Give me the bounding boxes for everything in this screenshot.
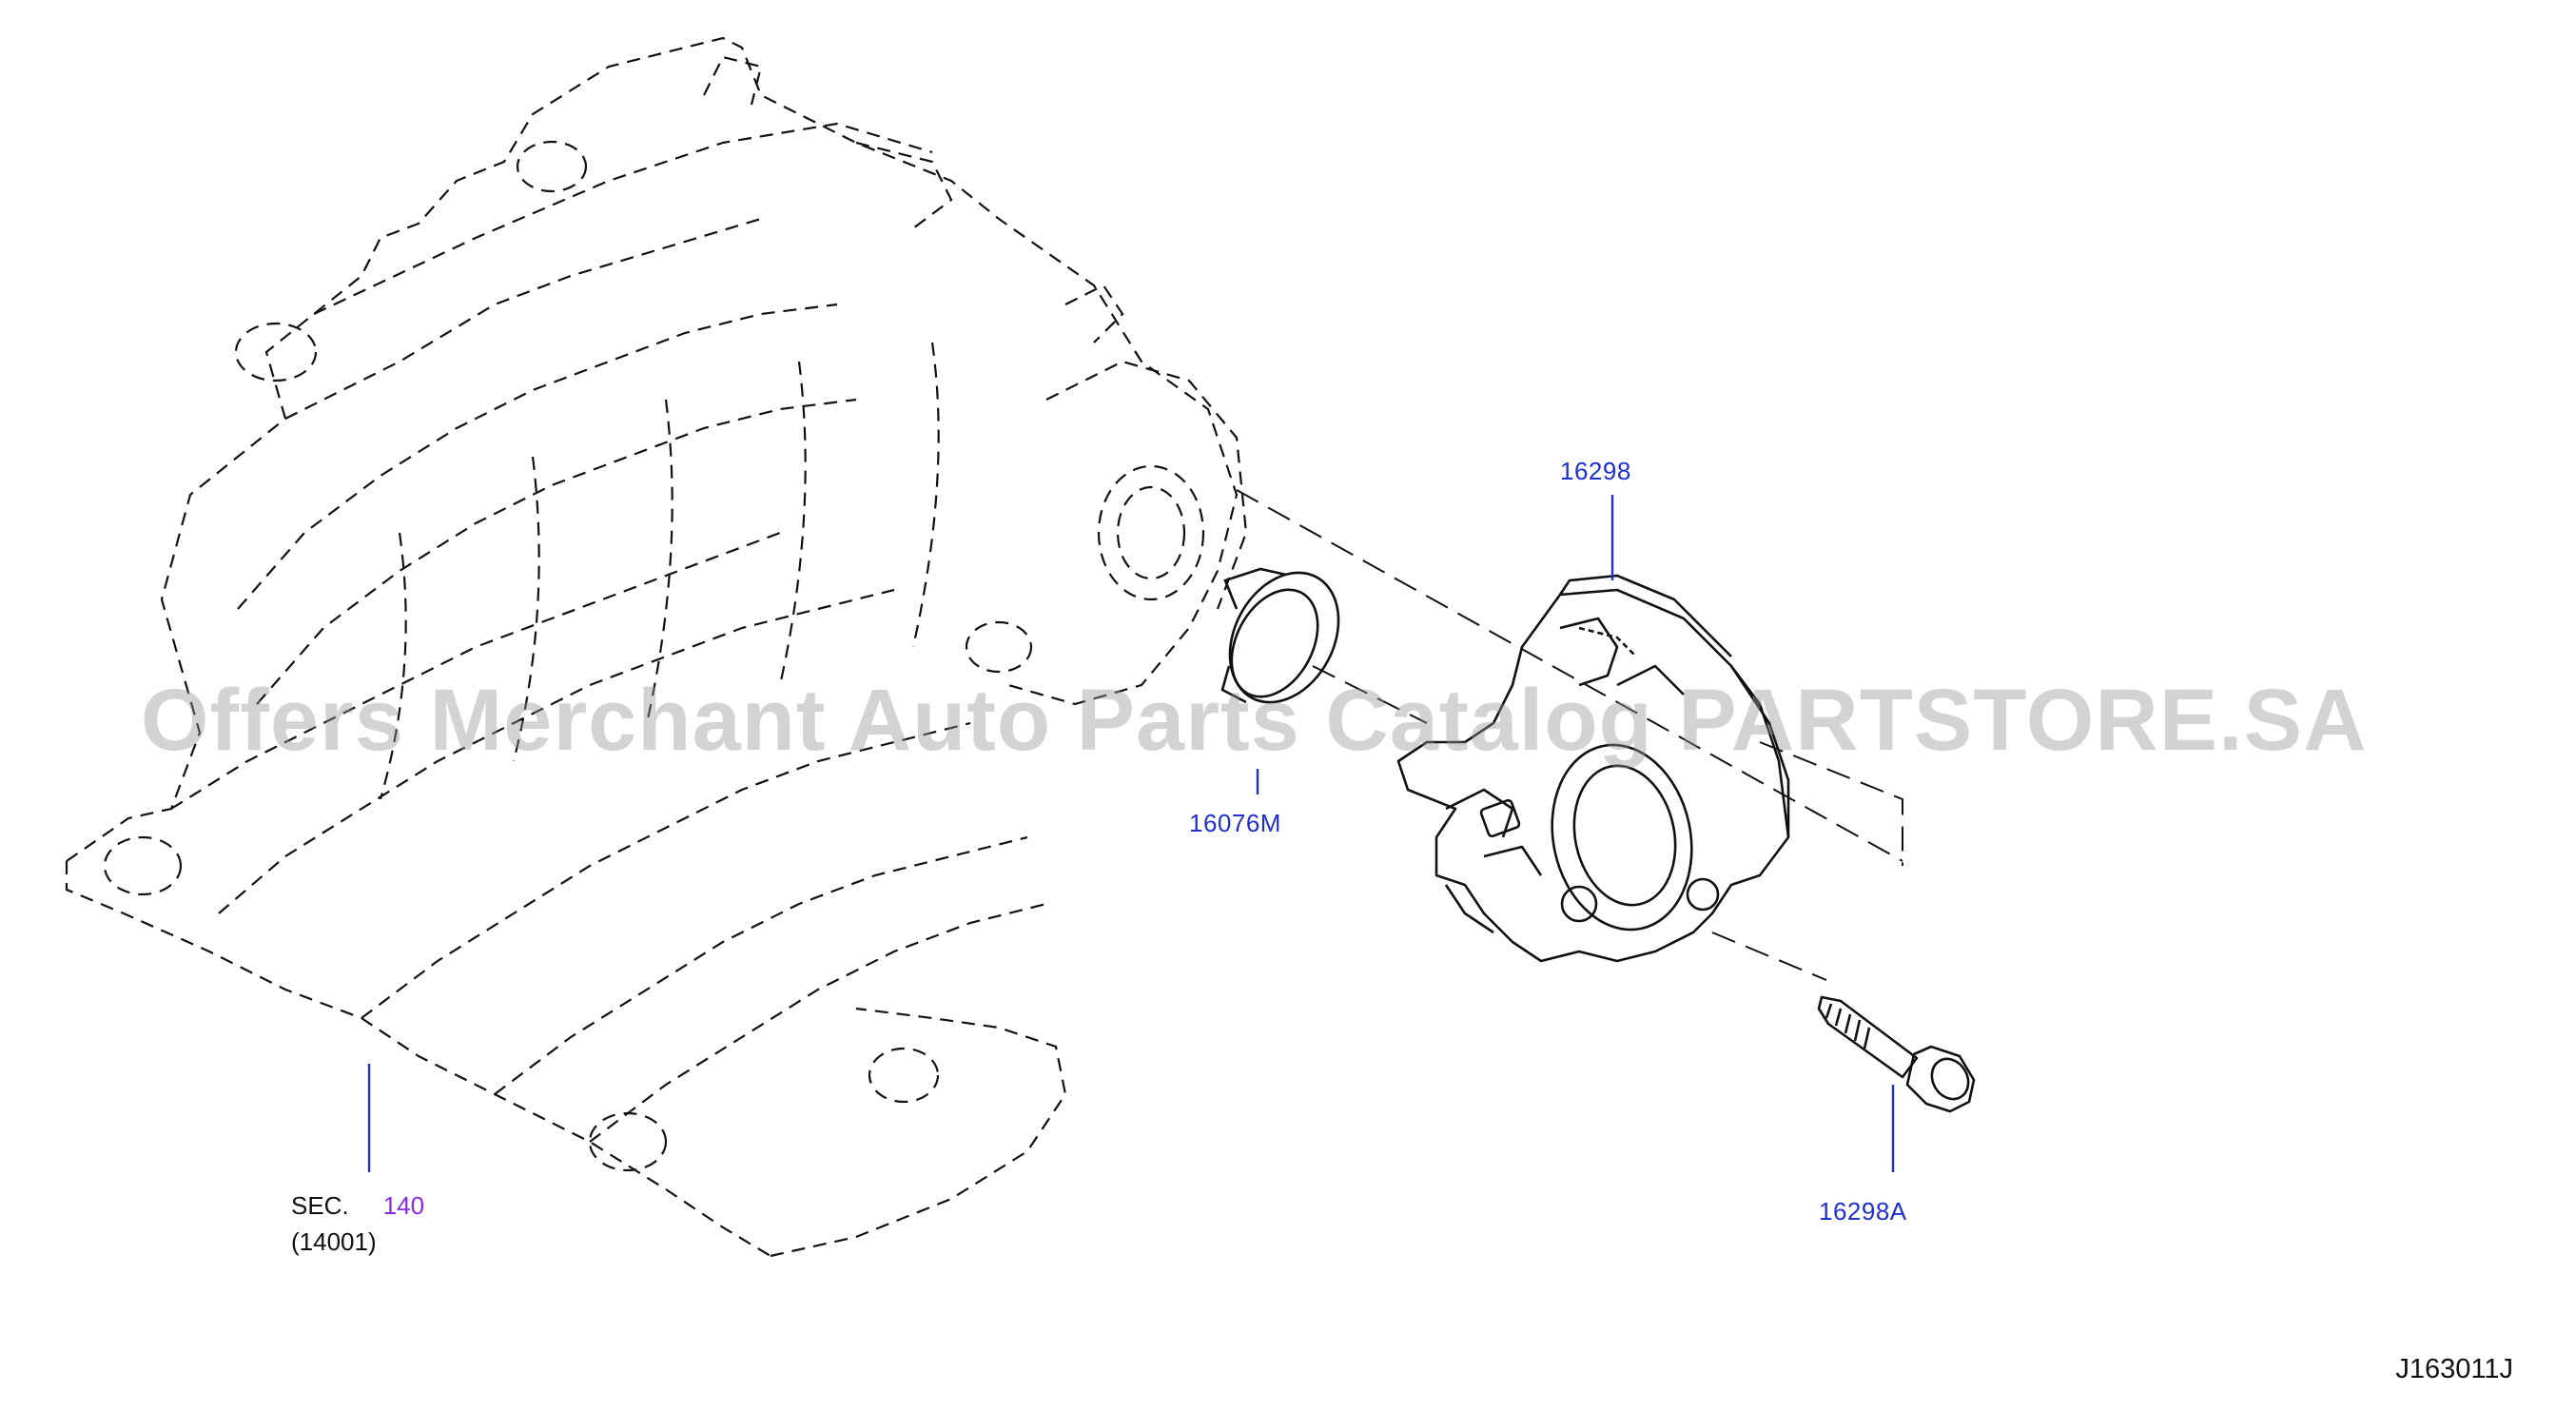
callout-16298[interactable]: 16298 <box>1560 457 1631 485</box>
section-number-link[interactable]: 140 <box>382 1191 425 1220</box>
watermark: Offers Merchant Auto Parts Catalog PARTS… <box>141 672 2368 769</box>
callout-16298a[interactable]: 16298A <box>1819 1197 1907 1226</box>
section-sub-reference: (14001) <box>291 1227 377 1256</box>
leader-lines <box>367 495 1895 1172</box>
section-reference: SEC. 140 <box>291 1191 424 1221</box>
bolt <box>1817 995 1976 1113</box>
gasket-ring <box>1220 567 1340 704</box>
diagram-id: J163011J <box>2395 1354 2513 1384</box>
intake-manifold-outline <box>65 36 1248 1258</box>
throttle-body <box>1396 574 1790 963</box>
callout-16076m[interactable]: 16076M <box>1189 809 1281 837</box>
assembly-guide-lines <box>1236 489 1903 981</box>
section-prefix: SEC. <box>291 1191 349 1220</box>
